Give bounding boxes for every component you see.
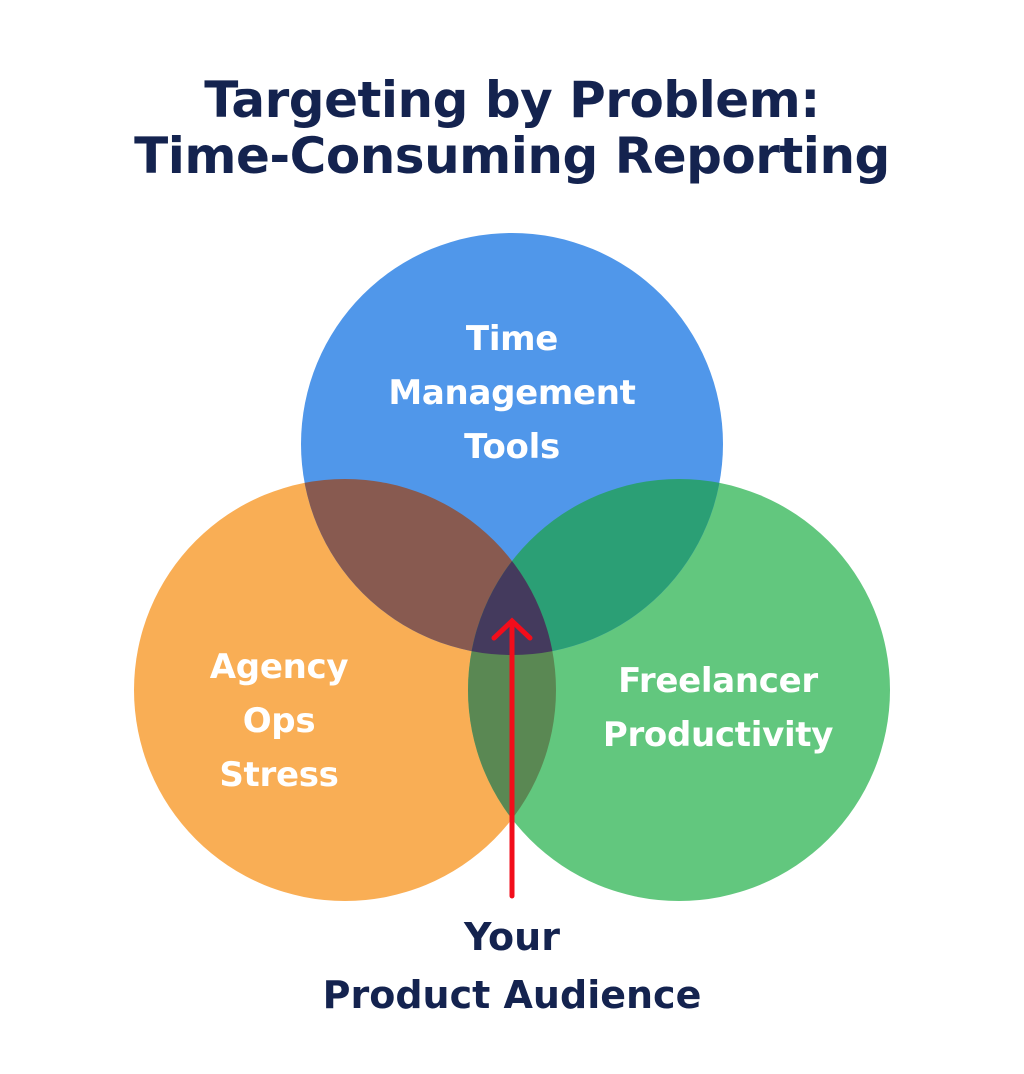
- label-agency-ops: Agency Ops Stress: [209, 647, 349, 795]
- label-time-management: Time Management Tools: [388, 319, 636, 467]
- diagram-title: Targeting by Problem: Time-Consuming Rep…: [0, 72, 1024, 184]
- label-freelancer: Freelancer Productivity: [602, 661, 834, 755]
- audience-label: Your Product Audience: [0, 908, 1024, 1024]
- title-line-2: Time-Consuming Reporting: [134, 127, 890, 185]
- title-line-1: Targeting by Problem:: [204, 71, 820, 129]
- arrow-up-icon: [491, 617, 533, 899]
- audience-line-2: Product Audience: [322, 973, 702, 1017]
- audience-line-1: Your: [464, 915, 560, 959]
- overlap-blue-green: [468, 479, 723, 655]
- overlap-blue-orange: [301, 479, 556, 655]
